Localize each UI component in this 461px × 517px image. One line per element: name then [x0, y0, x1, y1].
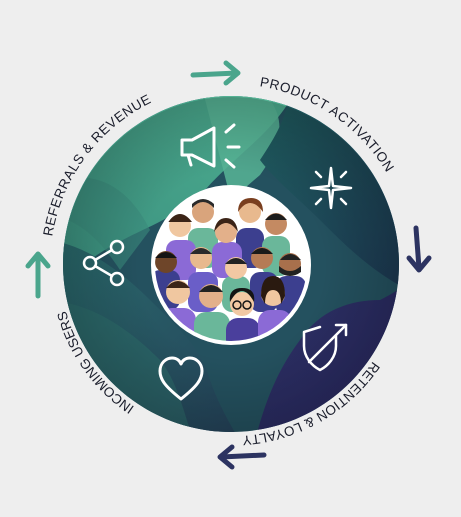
sparkle-icon: [309, 166, 353, 210]
group-of-people-illustration: [155, 189, 307, 341]
arrow-left-up: [25, 251, 51, 299]
share-icon: [82, 239, 125, 287]
arrow-top-right: [190, 60, 241, 86]
megaphone-icon: [180, 123, 241, 169]
arrow-bottom-left: [217, 444, 267, 470]
shield-arrow-icon: [302, 323, 348, 372]
heart-icon: [158, 356, 204, 401]
arrow-right-down: [406, 225, 432, 273]
